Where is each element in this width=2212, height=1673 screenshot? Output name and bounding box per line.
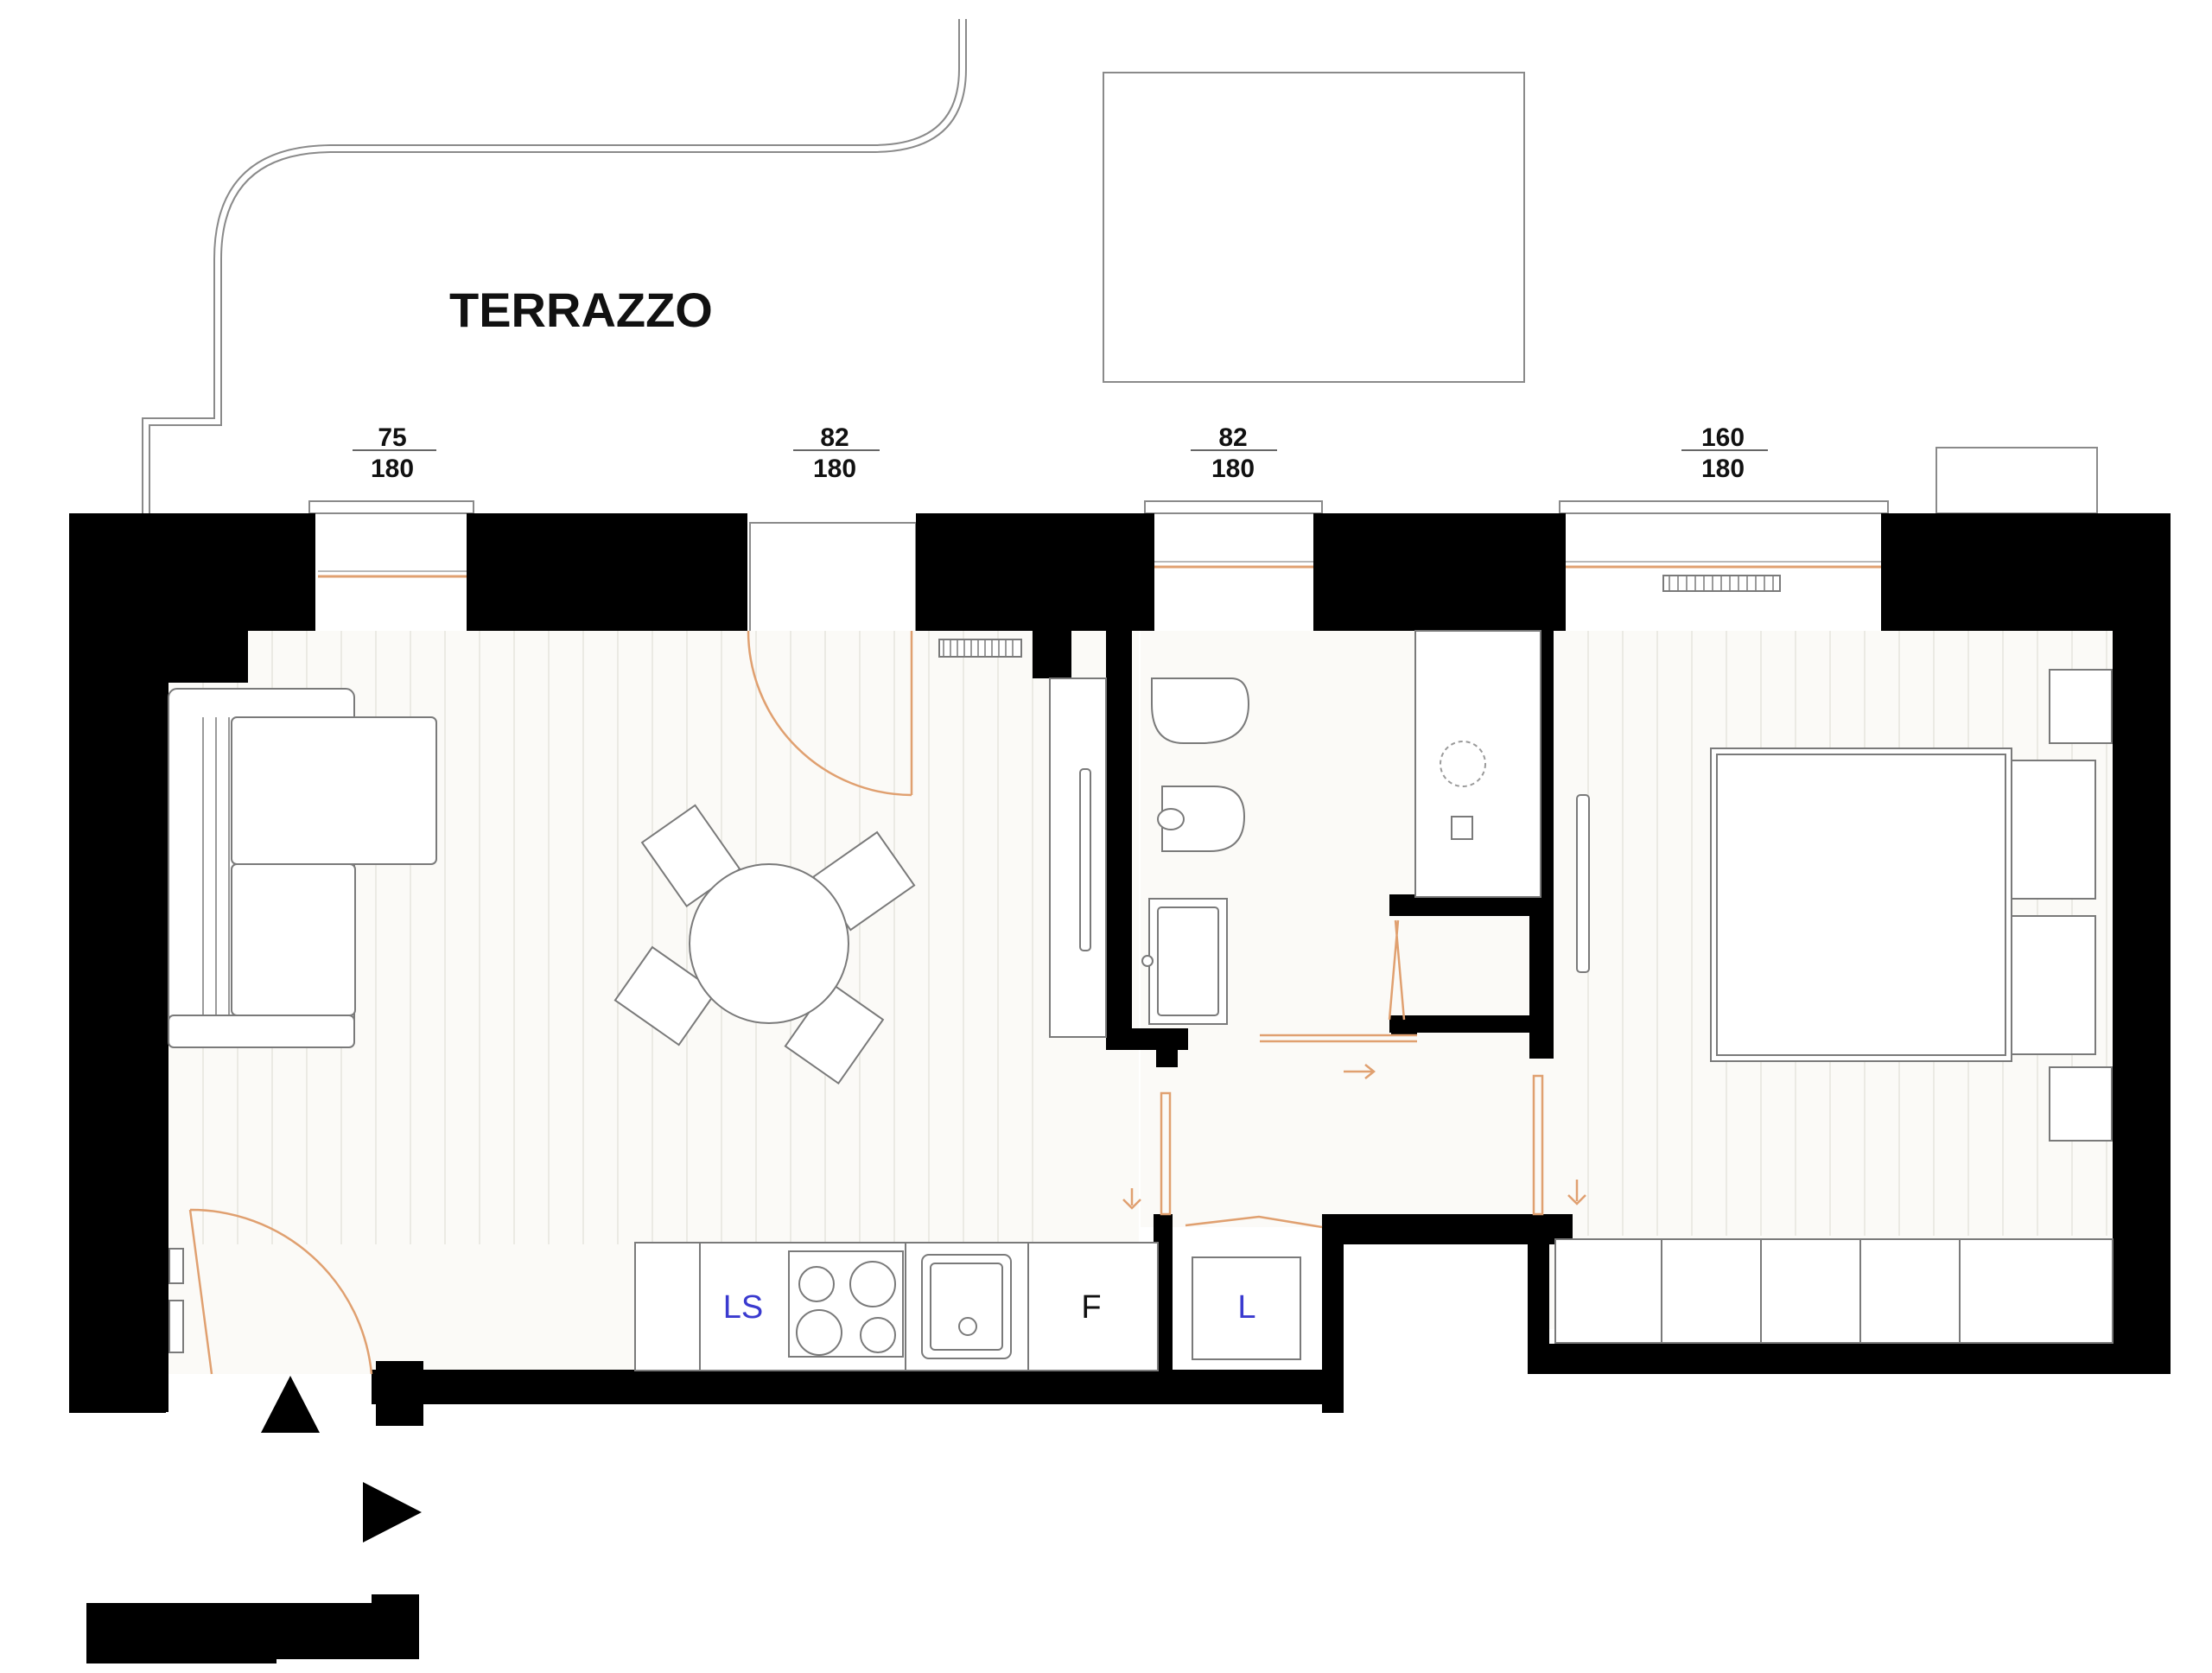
walls <box>69 513 2171 1663</box>
terrace-planter <box>1103 72 1525 383</box>
kitchen-counter <box>634 1242 1159 1371</box>
appliance-label-l: L <box>1237 1289 1255 1326</box>
appliance-label-f: F <box>1081 1289 1101 1326</box>
entrance-arrow-right-icon <box>363 1482 422 1543</box>
window-dimension-1: 75 180 <box>353 423 436 483</box>
window-dimension-3: 82 180 <box>1191 423 1277 483</box>
wardrobe-bedroom <box>1554 1238 2113 1344</box>
door-swing-entrance <box>188 1208 373 1375</box>
door-swing-terrace <box>747 630 913 797</box>
svg-text:82: 82 <box>1218 423 1247 452</box>
svg-text:160: 160 <box>1701 423 1745 452</box>
dining-table <box>613 804 916 1085</box>
svg-text:180: 180 <box>371 455 414 483</box>
window-dimension-2: 82 180 <box>793 423 880 483</box>
sliding-door-bath <box>1260 1034 1417 1043</box>
terrace-outline <box>142 19 967 514</box>
svg-text:180: 180 <box>1701 455 1745 483</box>
bed <box>1710 669 2113 1142</box>
bathroom-fixtures <box>1141 630 1541 1025</box>
sofa <box>168 688 437 1048</box>
svg-text:180: 180 <box>813 455 856 483</box>
svg-text:75: 75 <box>378 423 406 452</box>
appliance-label-ls: LS <box>723 1289 763 1326</box>
radiator-living <box>938 639 1022 658</box>
terrace-box <box>1936 447 2098 514</box>
svg-text:82: 82 <box>820 423 849 452</box>
radiator-bedroom <box>1662 575 1781 592</box>
window-dimension-4: 160 180 <box>1681 423 1768 483</box>
pocket-doors <box>1122 1074 1586 1229</box>
entrance-arrow-up-icon <box>261 1376 320 1433</box>
svg-text:180: 180 <box>1211 455 1255 483</box>
window-glass <box>318 561 1881 578</box>
terrace-label: TERRAZZO <box>449 283 713 337</box>
